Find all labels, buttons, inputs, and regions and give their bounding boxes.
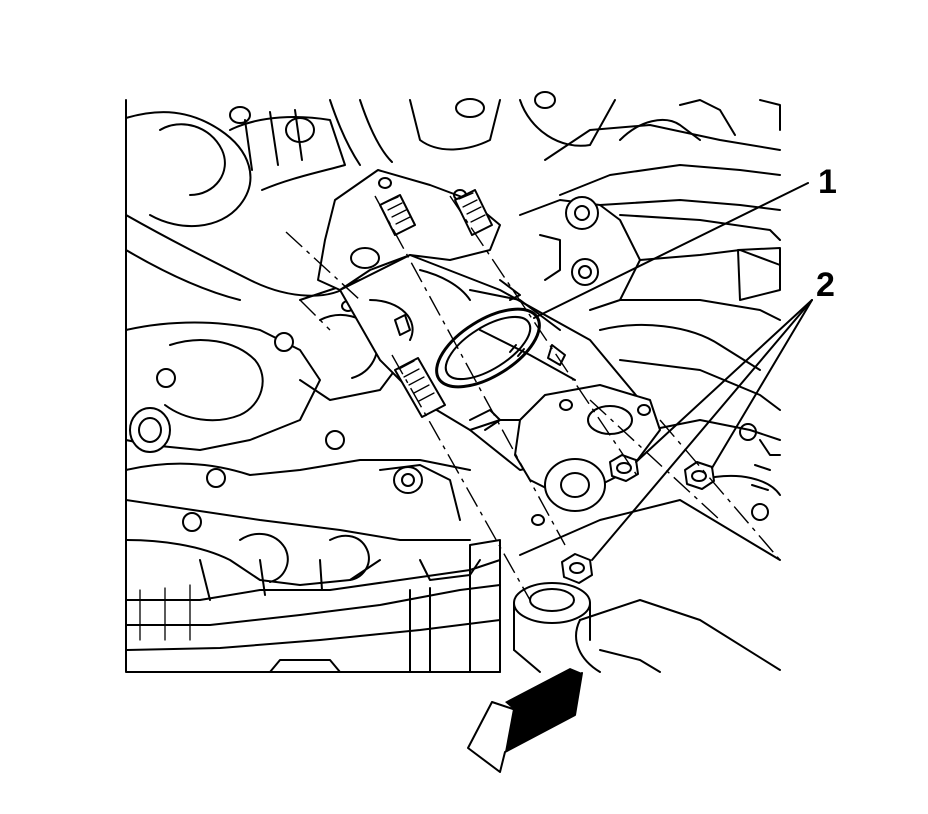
callout-2-label: 2 (816, 266, 835, 304)
direction-arrow-icon (467, 668, 583, 773)
stud-lower (394, 357, 446, 418)
callout-leaders (533, 182, 813, 561)
transmission-bracket-illustration (513, 99, 781, 673)
stud-upper-left (379, 194, 416, 236)
alignment-centerlines (285, 195, 781, 601)
nut-right (684, 461, 715, 490)
exhaust-nuts (561, 454, 715, 584)
stud-upper-right (454, 189, 493, 236)
callout-1-label: 1 (818, 163, 837, 201)
nut-lower (561, 553, 593, 584)
nut-upper (609, 454, 639, 482)
mounting-studs (379, 189, 493, 418)
